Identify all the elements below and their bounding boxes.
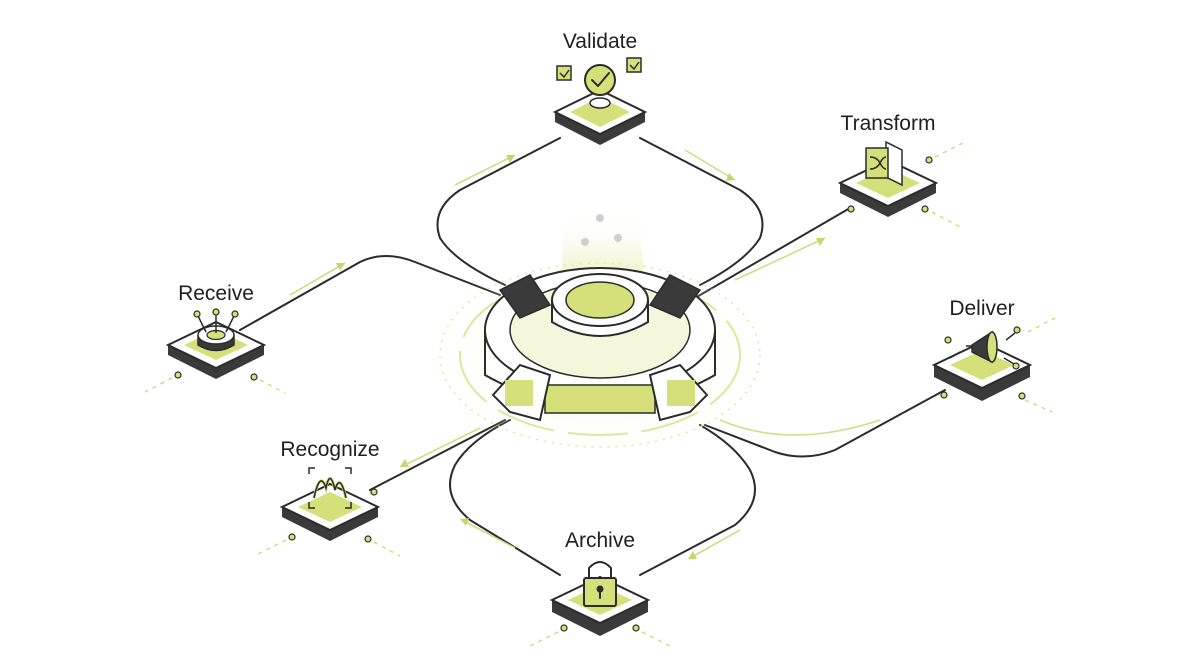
platform-pad: [570, 97, 630, 127]
padlock-icon: [583, 561, 617, 607]
port-dot: [250, 373, 258, 381]
hub-ring-ticks: [439, 262, 761, 448]
node-label: Deliver: [949, 297, 1014, 320]
port-dot: [940, 391, 948, 399]
arrow-head: [336, 263, 345, 271]
node-archive[interactable]: Archive: [529, 529, 671, 647]
port-dot: [847, 205, 855, 213]
node-label: Validate: [563, 30, 637, 53]
beam-dot: [581, 238, 589, 246]
arrow-head: [726, 173, 735, 181]
central-hub-icon: [430, 210, 770, 455]
link-hub-receive: [239, 255, 501, 331]
link-hub-archive-right: [639, 424, 756, 576]
link-hub-archive-left: [449, 419, 561, 576]
shuffle-doc-icon: [865, 140, 903, 187]
flow-arrow: [734, 237, 826, 281]
arrow-head: [506, 155, 515, 163]
platform-pad: [950, 350, 1014, 380]
port-dot: [288, 533, 296, 541]
check-badge-icon: [556, 57, 642, 109]
connections: [239, 137, 946, 576]
port-dot: [925, 156, 933, 164]
port-dot: [1018, 392, 1026, 400]
hub-clamp: [498, 274, 552, 319]
port-trail: [144, 377, 286, 394]
port-trail: [257, 539, 401, 557]
arrow-head: [816, 238, 825, 246]
platform-pad: [298, 492, 362, 522]
node-label: Transform: [841, 112, 936, 135]
node-label: Archive: [565, 529, 635, 552]
megaphone-icon: [944, 326, 1021, 370]
link-hub-validate-right: [639, 137, 764, 286]
arrow-head: [400, 459, 409, 467]
node-recognize[interactable]: Recognize: [257, 438, 401, 557]
link-hub-validate-left: [436, 137, 561, 286]
link-hub-transform: [694, 207, 851, 299]
flow-arrow: [689, 529, 741, 559]
flow-arrow: [684, 149, 736, 181]
node-label: Receive: [178, 282, 254, 305]
flow-arrow: [289, 262, 346, 296]
port-dot: [174, 371, 182, 379]
node-receive[interactable]: Receive: [144, 282, 286, 394]
node-deliver[interactable]: Deliver: [931, 297, 1056, 413]
port-dot: [370, 488, 378, 496]
inbox-ring-icon: [193, 308, 239, 352]
port-dot: [364, 535, 372, 543]
port-dot: [560, 624, 568, 632]
scan-signal-icon: [308, 467, 352, 509]
flow-arrow: [454, 154, 516, 186]
hub-core-well: [565, 281, 635, 319]
flow-arrow: [404, 427, 481, 466]
flow-arrow: [719, 419, 881, 436]
node-label: Recognize: [280, 438, 379, 461]
port-dot: [632, 624, 640, 632]
beam-dot: [614, 234, 622, 242]
flow-arrow: [461, 519, 516, 549]
link-hub-deliver: [704, 389, 946, 458]
port-dot: [921, 205, 929, 213]
arrow-head: [688, 551, 697, 559]
hub-clamp: [648, 274, 702, 319]
node-transform[interactable]: Transform: [837, 112, 966, 229]
node-validate[interactable]: Validate: [552, 30, 648, 145]
hub-panel: [544, 384, 656, 414]
arrow-head: [460, 518, 469, 526]
beam-dot: [596, 214, 604, 222]
link-hub-recognize: [369, 419, 506, 491]
port-trail: [931, 141, 966, 229]
hub-clamp-face: [505, 380, 533, 406]
hub-clamp-face: [667, 380, 695, 406]
